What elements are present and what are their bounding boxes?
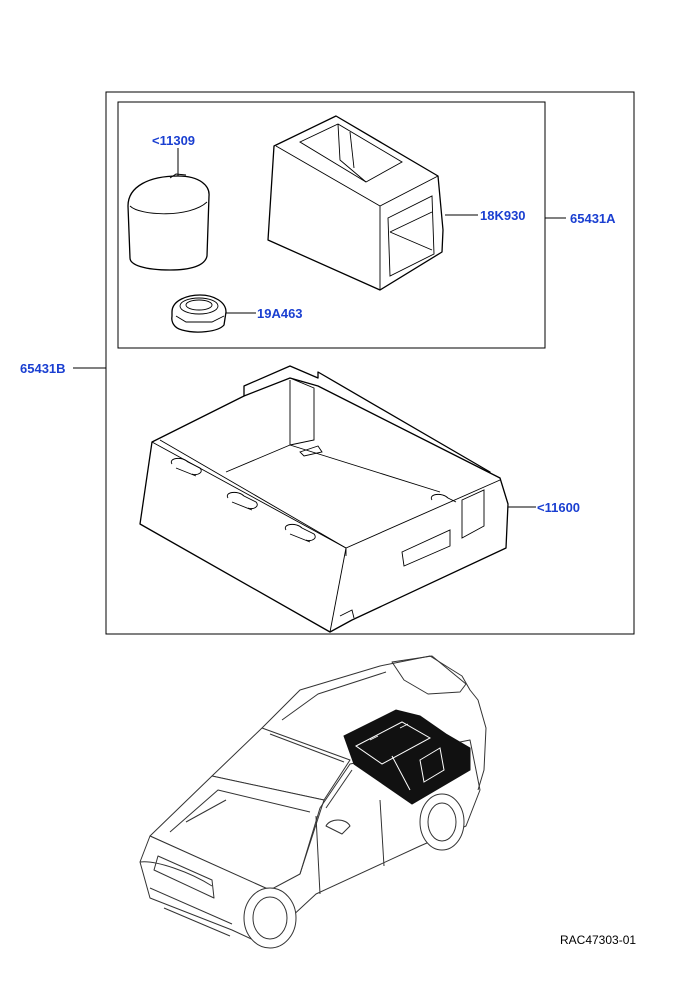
callout-65431a[interactable]: 65431A — [570, 211, 616, 226]
callout-19a463[interactable]: 19A463 — [257, 306, 303, 321]
callout-18k930[interactable]: 18K930 — [480, 208, 526, 223]
part-18k930-insert[interactable] — [267, 115, 444, 291]
callout-11600[interactable]: <11600 — [537, 500, 580, 515]
cargo-area-highlight — [343, 709, 471, 805]
illustration-reference-code: RAC47303-01 — [560, 933, 636, 947]
part-19a463-ring[interactable] — [171, 294, 227, 333]
callout-65431b[interactable]: 65431B — [20, 361, 66, 376]
callout-11309[interactable]: <11309 — [152, 133, 195, 148]
vehicle-location-illustration — [139, 655, 487, 949]
part-11309-cover[interactable] — [127, 173, 210, 271]
inner-kit-frame — [117, 101, 546, 349]
outer-assembly-frame — [105, 91, 635, 635]
part-11600-tray[interactable] — [139, 365, 509, 633]
